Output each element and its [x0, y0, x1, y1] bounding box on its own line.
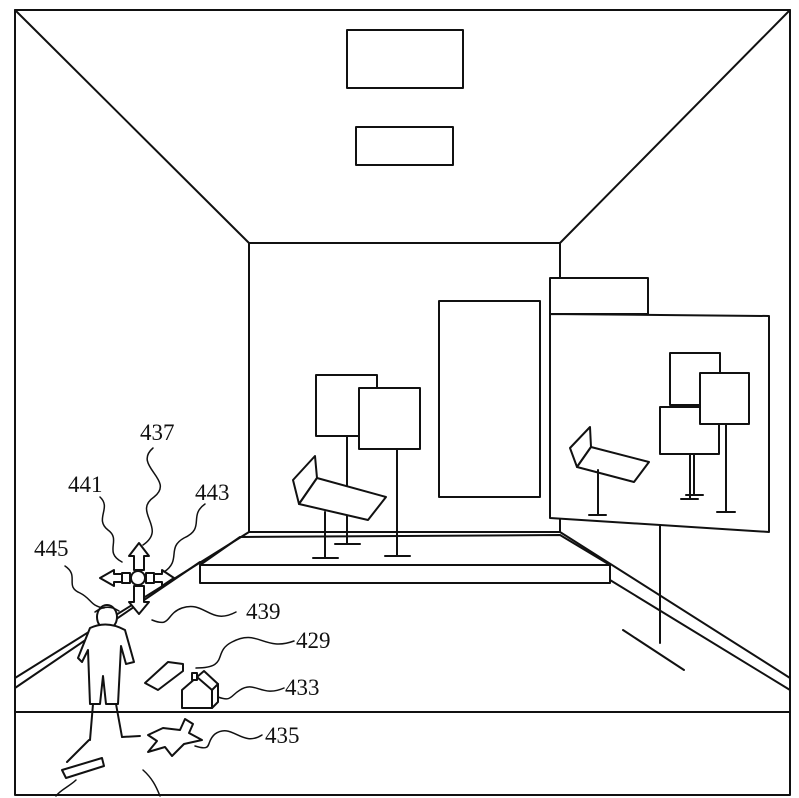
room-outer-frame: [14, 9, 791, 796]
leader-439: [151, 605, 237, 624]
exhibit-group-platform: [292, 374, 421, 559]
floor-items: [144, 661, 219, 757]
leader-429: [195, 636, 295, 669]
label-437: 437: [140, 420, 175, 445]
navigation-widget: [99, 542, 175, 615]
leader-bottom-left: [55, 779, 77, 797]
floating-window-top-bar: [549, 277, 649, 315]
label-439: 439: [246, 599, 281, 624]
floating-window: [549, 277, 770, 671]
ceiling-light-2: [355, 126, 454, 166]
nav-up-arrow-icon: [128, 542, 150, 571]
label-445: 445: [34, 536, 69, 561]
label-441: 441: [68, 472, 103, 497]
house-icon: [181, 670, 219, 709]
leader-435: [194, 730, 263, 749]
floor-edge-right: [559, 531, 791, 679]
display-board-2: [358, 387, 421, 450]
wall-panel: [438, 300, 541, 498]
ceiling-edge-right: [559, 9, 791, 244]
callout-leaders: [55, 447, 295, 797]
leader-443: [163, 503, 206, 573]
nav-center-icon: [130, 570, 146, 586]
leader-433: [217, 686, 285, 700]
tilted-tray: [292, 455, 387, 559]
nav-down-arrow-icon: [128, 585, 150, 615]
person: [61, 604, 141, 779]
platform: [199, 534, 611, 584]
leader-441: [99, 496, 123, 563]
floor-edge-right-inner: [609, 579, 791, 691]
label-429: 429: [296, 628, 331, 653]
bird-icon: [147, 718, 203, 757]
label-435: 435: [265, 723, 300, 748]
leader-445: [64, 565, 105, 609]
floor-slab-item: [144, 661, 184, 691]
leader-437: [142, 447, 161, 546]
label-433: 433: [285, 675, 320, 700]
ceiling-light-1: [346, 29, 464, 89]
leader-bottom-right: [142, 769, 161, 797]
callout-labels: 437 441 443 445 439 429 433 435: [34, 420, 331, 748]
label-443: 443: [195, 480, 230, 505]
ceiling-edge-left: [14, 9, 250, 244]
